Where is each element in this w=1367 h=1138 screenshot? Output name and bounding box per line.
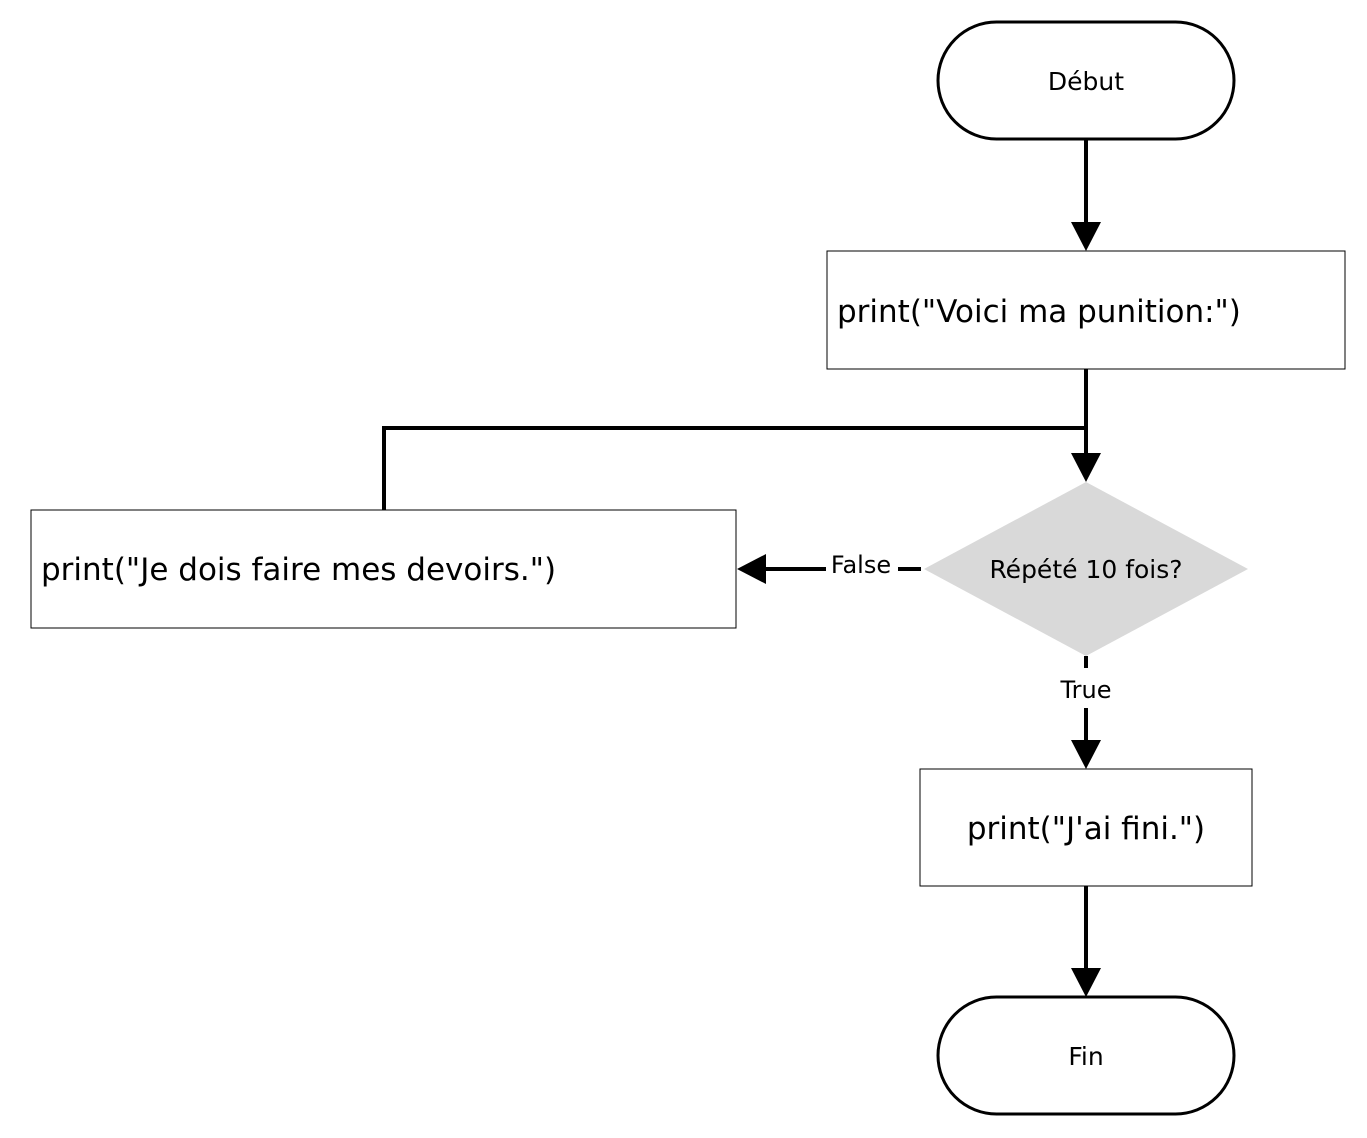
decision-label: Répété 10 fois? [989,555,1182,584]
done-node: print("J'ai fini.") [919,768,1253,887]
arrowhead-to-end [1071,968,1101,997]
arrowhead-start-to-intro [1071,222,1101,251]
loop-body-label: print("Je dois faire mes devoirs.") [41,552,556,588]
start-label: Début [1048,67,1124,96]
connector-loop-back [382,426,1086,511]
arrowhead-false-to-loop [737,554,766,584]
loop-body-node: print("Je dois faire mes devoirs.") [30,509,737,629]
loop-body-process-box [30,509,737,629]
end-node: Fin [936,995,1236,1116]
done-process-box [919,768,1253,887]
intro-process-box [826,250,1346,370]
end-terminal-shape [936,995,1236,1116]
decision-node: Répété 10 fois? [924,482,1248,656]
intro-node: print("Voici ma punition:") [826,250,1346,370]
arrowhead-true-to-done [1071,740,1101,769]
arrowhead-to-decision [1071,453,1101,482]
false-edge-label: False [831,551,891,579]
intro-label: print("Voici ma punition:") [837,294,1241,330]
decision-diamond-shape [924,482,1248,656]
true-edge-label: True [1060,676,1112,704]
done-label: print("J'ai fini.") [967,811,1205,847]
start-node: Début [936,20,1236,141]
end-label: Fin [1068,1042,1103,1071]
